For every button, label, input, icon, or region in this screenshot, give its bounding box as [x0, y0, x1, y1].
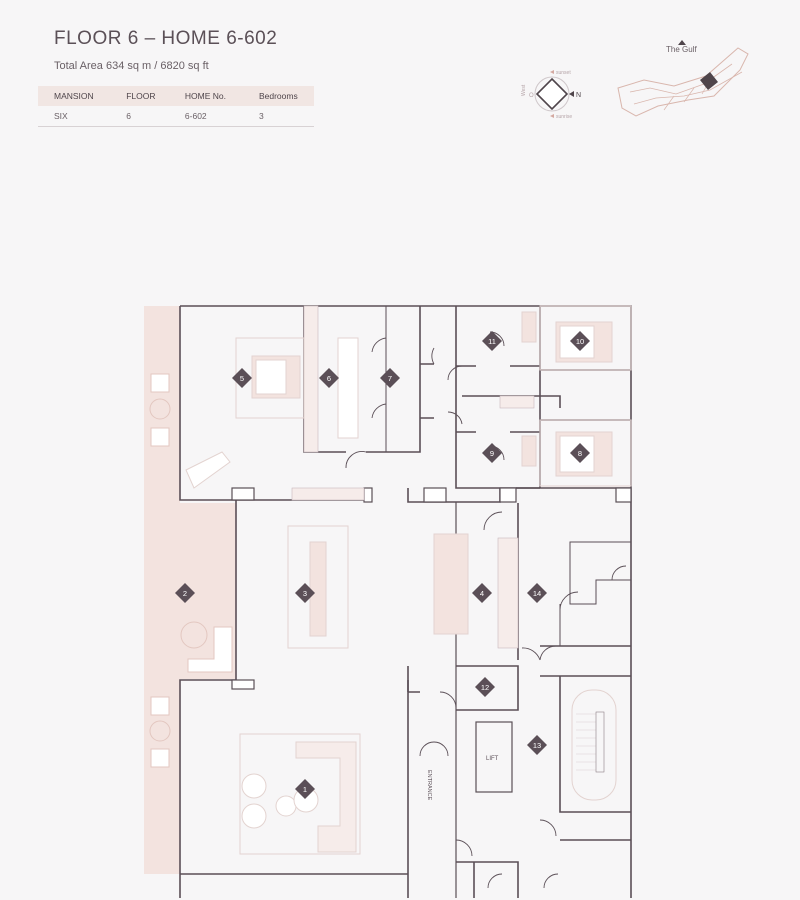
room-marker-2: 2 — [175, 583, 195, 603]
room-marker-label: 8 — [578, 449, 582, 458]
room-marker-label: 5 — [240, 374, 244, 383]
terrace-strip — [144, 306, 180, 874]
room-marker-3: 3 — [295, 583, 315, 603]
sunrise-label: sunrise — [556, 114, 572, 120]
compass-north-label: N — [576, 92, 581, 99]
lift-shaft — [475, 721, 513, 793]
room-marker-5: 5 — [232, 368, 252, 388]
table-row: SIX 6 6-602 3 — [38, 106, 314, 127]
room-marker-label: 4 — [480, 589, 484, 598]
room-marker-4: 4 — [472, 583, 492, 603]
compass-icon: N sunset sunrise West O — [521, 70, 581, 120]
room-marker-9: 9 — [482, 443, 502, 463]
table-cell: SIX — [38, 106, 111, 127]
room-marker-label: 3 — [303, 589, 307, 598]
room-marker-label: 10 — [576, 337, 584, 346]
sunset-label: sunset — [556, 70, 571, 76]
lift-label: LIFT — [486, 756, 499, 762]
column-blocks — [231, 487, 632, 690]
terrace-furniture — [149, 373, 233, 768]
compass-mark: O — [529, 93, 534, 99]
room-marker-7: 7 — [380, 368, 400, 388]
column-header: Bedrooms — [242, 86, 314, 106]
staircase — [576, 711, 605, 773]
west-label: West — [521, 84, 527, 96]
room-marker-label: 9 — [490, 449, 494, 458]
room-marker-label: 14 — [533, 589, 541, 598]
total-area-text: Total Area 634 sq m / 6820 sq ft — [54, 60, 209, 72]
room-marker-label: 11 — [488, 337, 496, 346]
table-cell: 6-602 — [168, 106, 243, 127]
wardrobe-units — [291, 305, 535, 649]
room-marker-label: 7 — [388, 374, 392, 383]
table-header-row: MANSION FLOOR HOME No. Bedrooms — [38, 86, 314, 106]
page-title: FLOOR 6 – HOME 6-602 — [54, 28, 278, 49]
room-marker-label: 12 — [481, 683, 489, 692]
room-marker-14: 14 — [527, 583, 547, 603]
gulf-label: The Gulf — [666, 45, 697, 54]
room-marker-label: 2 — [183, 589, 187, 598]
room-marker-13: 13 — [527, 735, 547, 755]
furniture — [185, 305, 632, 855]
room-marker-label: 13 — [533, 741, 541, 750]
entrance-label: ENTRANCE — [426, 770, 432, 801]
doors — [345, 331, 627, 889]
column-header: FLOOR — [110, 86, 169, 106]
table-cell: 6 — [110, 106, 169, 127]
room-marker-11: 11 — [482, 331, 502, 351]
room-marker-8: 8 — [570, 443, 590, 463]
column-header: HOME No. — [168, 86, 243, 106]
room-marker-label: 1 — [303, 785, 307, 794]
home-info-table: MANSION FLOOR HOME No. Bedrooms SIX 6 6-… — [38, 86, 314, 127]
table-cell: 3 — [242, 106, 314, 127]
room-marker-1: 1 — [295, 779, 315, 799]
room-marker-12: 12 — [475, 677, 495, 697]
room-marker-6: 6 — [319, 368, 339, 388]
column-header: MANSION — [38, 86, 111, 106]
key-plan-map: The Gulf — [617, 40, 749, 117]
room-marker-label: 6 — [327, 374, 331, 383]
room-marker-10: 10 — [570, 331, 590, 351]
